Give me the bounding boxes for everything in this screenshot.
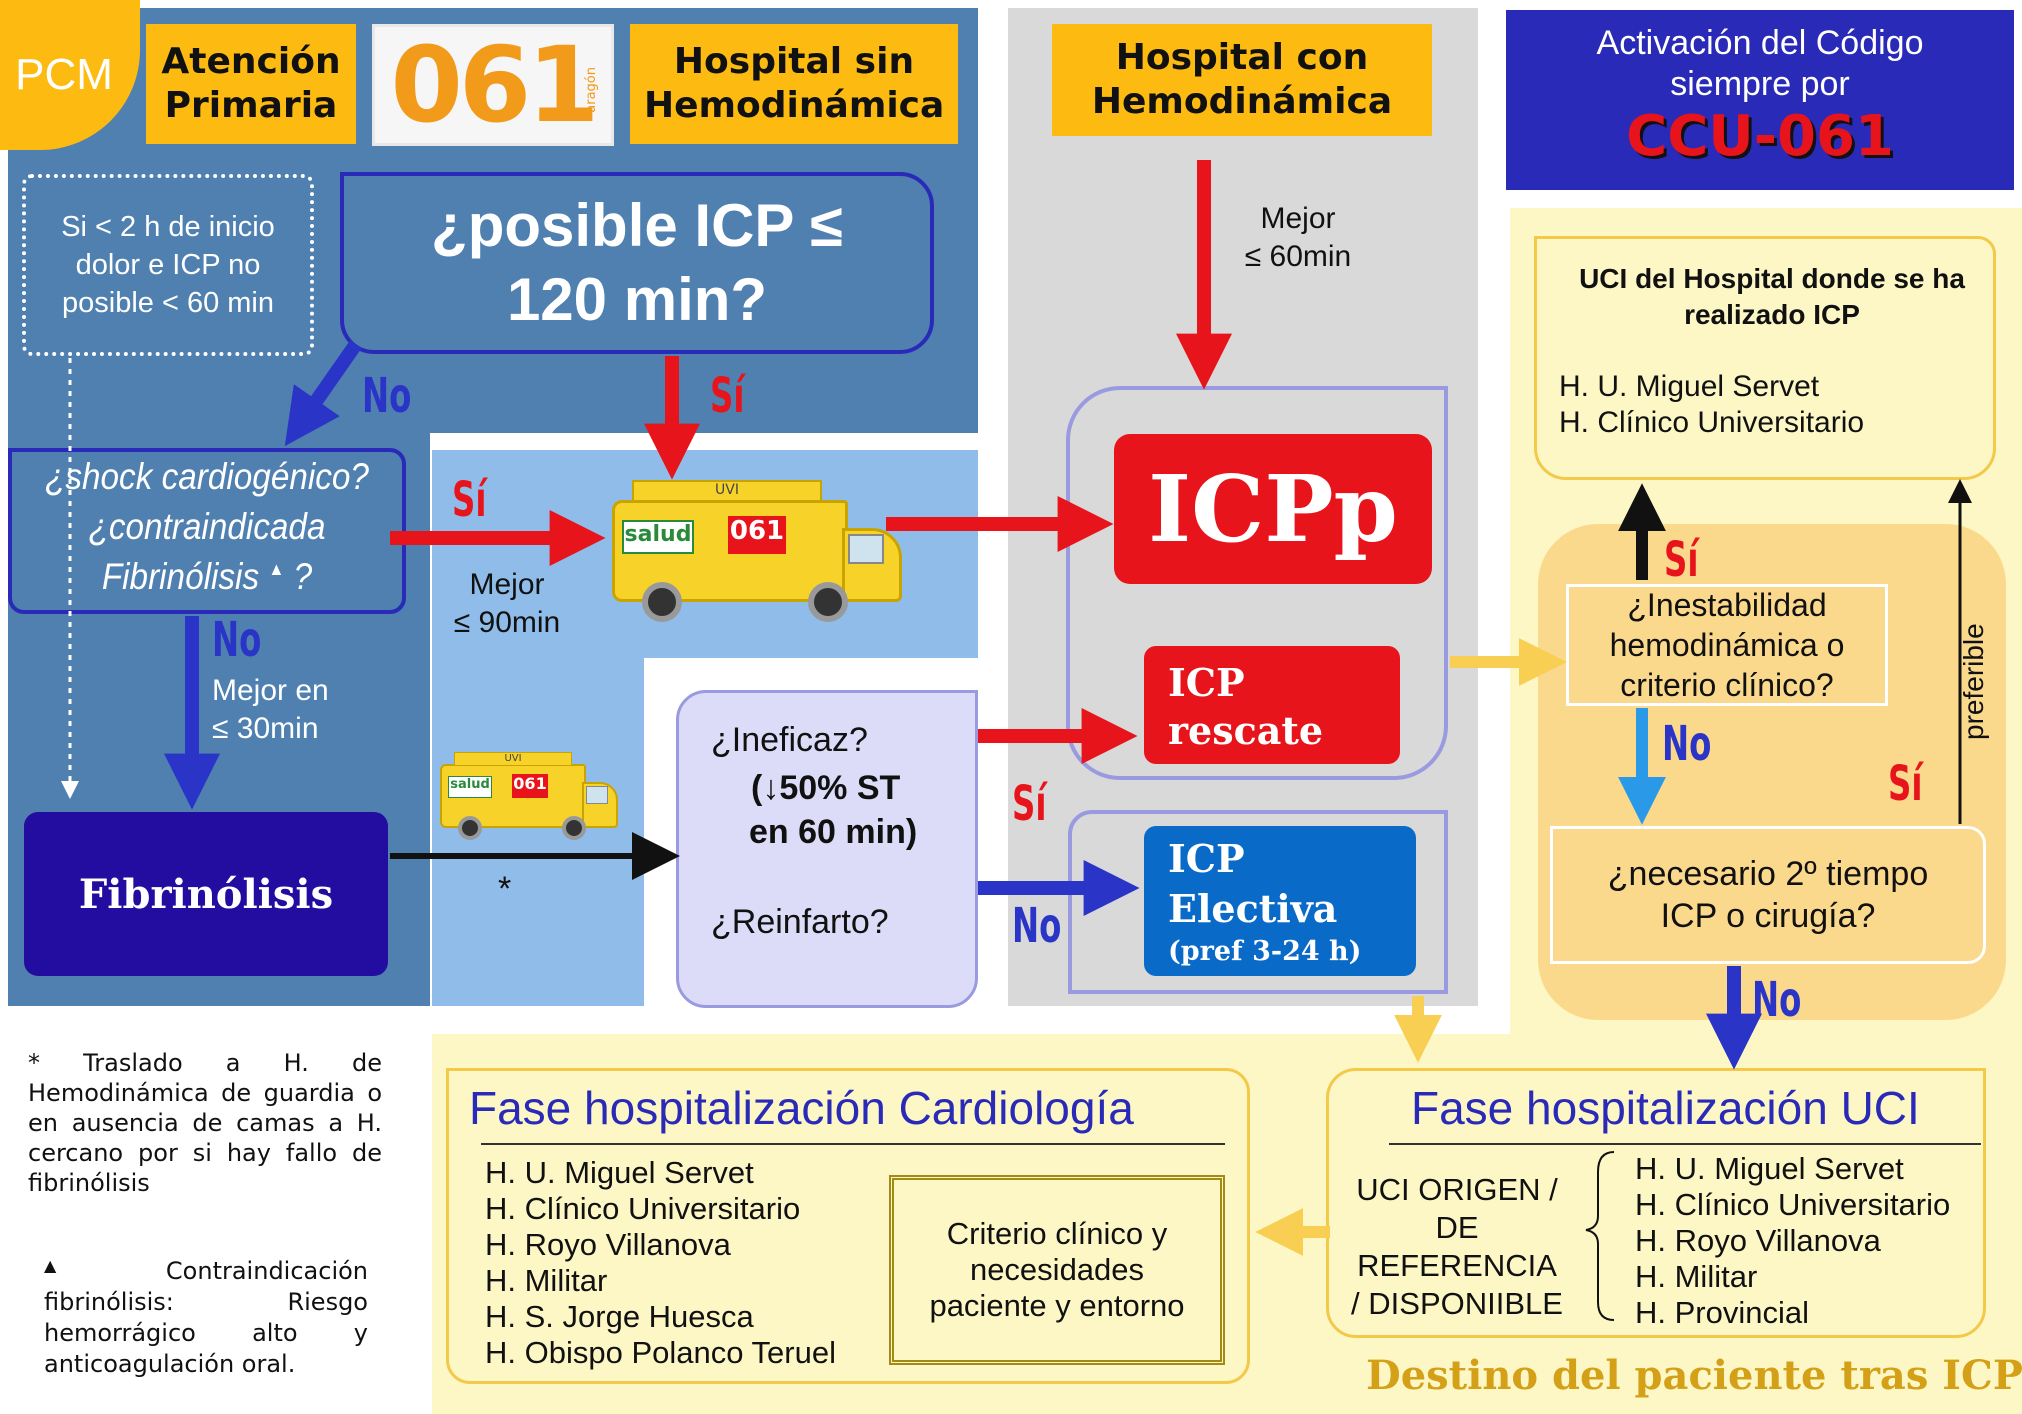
uci-phase-box: Fase hospitalización UCI UCI ORIGEN / DE… [1326, 1068, 1986, 1338]
ambulance-small-uvi: UVI [454, 752, 572, 766]
uci-hospital-box: UCI del Hospital donde se ha realizado I… [1534, 236, 1996, 480]
si-label-mid: Sí [1012, 776, 1047, 832]
preferible-label: preferible [1958, 623, 1989, 740]
ambulance-salud: salud [622, 520, 694, 554]
list-item: H. Clínico Universitario [1635, 1187, 1951, 1222]
si-label-right: Sí [1888, 756, 1923, 812]
ineficaz-label: ¿Ineficaz? [711, 721, 868, 759]
ambulance-061: 061 [728, 516, 786, 554]
reinfarto-label: ¿Reinfarto? [711, 903, 889, 941]
si-2h-note: Si < 2 h de inicio dolor e ICP no posibl… [22, 174, 314, 356]
icpp-box: ICPp [1114, 434, 1432, 584]
contraindication-marker: ▲ [268, 559, 285, 579]
atencion-primaria-header: Atención Primaria [146, 24, 356, 144]
ambulance-small-salud: salud [448, 776, 492, 798]
mejor-60: Mejor ≤ 60min [1244, 202, 1352, 273]
ambulance-large: UVI salud 061 [612, 480, 902, 622]
hospital-con-header: Hospital con Hemodinámica [1052, 24, 1432, 136]
ccu-061-label: CCU-061 [1626, 104, 1894, 169]
logo-061-text: 061 [390, 24, 599, 146]
uci-phase-title: Fase hospitalización UCI [1411, 1082, 1920, 1134]
mejor-30: Mejor en ≤ 30min [212, 674, 329, 745]
footnote-traslado: * Traslado a H. de Hemodinámica de guard… [28, 1049, 382, 1197]
mejor-90: Mejor ≤ 90min [453, 568, 561, 639]
footnote-marker: ▲ [44, 1256, 166, 1275]
icp-electiva-box: ICP Electiva (pref 3-24 h) [1144, 826, 1416, 976]
cardiologia-phase-box: Fase hospitalización Cardiología H. U. M… [446, 1068, 1250, 1384]
logo-061: 061 aragón [372, 24, 614, 146]
logo-061-sub: aragón [584, 67, 599, 113]
si-label-top: Sí [710, 368, 745, 424]
uci-hospital-title: UCI del Hospital donde se ha realizado I… [1579, 263, 1965, 330]
ineficaz-box: ¿Ineficaz? (↓50% ST en 60 min) ¿Reinfart… [676, 690, 978, 1008]
uci-phase-title-rule [1389, 1143, 1981, 1145]
list-item: H. Royo Villanova [485, 1227, 731, 1262]
list-item: H. Clínico Universitario [1559, 406, 1865, 439]
list-item: H. Militar [485, 1263, 608, 1298]
no-label-left: No [362, 368, 412, 424]
cardiologia-list: H. U. Miguel Servet H. Clínico Universit… [485, 1155, 836, 1371]
si-label-up: Sí [1664, 532, 1699, 588]
icp-rescate-box: ICP rescate [1144, 646, 1400, 764]
st-line2: en 60 min) [749, 813, 918, 851]
list-item: H. Obispo Polanco Teruel [485, 1335, 836, 1370]
ambulance-small: UVI salud 061 [440, 752, 620, 840]
si-label-shock: Sí [452, 472, 487, 528]
icp-electiva-container [1068, 810, 1448, 994]
list-item: H. U. Miguel Servet [485, 1155, 754, 1190]
uci-hospital-list: H. U. Miguel Servet H. Clínico Universit… [1559, 369, 1864, 441]
list-item: H. Provincial [1635, 1295, 1809, 1330]
hospital-sin-header: Hospital sin Hemodinámica [630, 24, 958, 144]
st-line1: (↓50% ST [751, 769, 901, 807]
shock-line1: ¿shock cardiogénico? [45, 456, 369, 497]
ambulance-small-061: 061 [512, 774, 548, 798]
activacion-line2: siempre por [1670, 65, 1850, 103]
uci-phase-list: H. U. Miguel Servet H. Clínico Universit… [1635, 1151, 1950, 1331]
uci-origen: UCI ORIGEN / DE REFERENCIA / DISPONIIBLE [1351, 1172, 1563, 1321]
fibrinolisis-box: Fibrinólisis [24, 812, 388, 976]
list-item: H. U. Miguel Servet [1635, 1151, 1904, 1186]
list-item: H. U. Miguel Servet [1559, 370, 1820, 403]
cardiologia-title: Fase hospitalización Cardiología [469, 1082, 1134, 1134]
no-label-mid: No [1012, 898, 1062, 954]
list-item: H. Royo Villanova [1635, 1223, 1881, 1258]
no-label-shock: No [212, 612, 262, 668]
footnote-contraindicacion: ▲Contraindicación fibrinólisis: Riesgo h… [44, 1256, 368, 1378]
segundo-tiempo-box: ¿necesario 2º tiempo ICP o cirugía? [1550, 826, 1986, 964]
activacion-codigo-box: Activación del Código siempre por CCU-06… [1506, 10, 2014, 190]
list-item: H. Clínico Universitario [485, 1191, 801, 1226]
inestabilidad-box: ¿Inestabilidad hemodinámica o criterio c… [1566, 584, 1888, 706]
list-item: H. Militar [1635, 1259, 1758, 1294]
list-item: H. S. Jorge Huesca [485, 1299, 754, 1334]
activacion-line1: Activación del Código [1596, 24, 1924, 62]
no-label-down: No [1662, 716, 1712, 772]
shock-question: ¿shock cardiogénico? ¿contraindicada Fib… [8, 448, 406, 614]
asterisk-mark: * [498, 870, 512, 908]
shock-line3: Fibrinólisis ▲ ? [101, 556, 313, 597]
pcm-label: PCM [15, 50, 113, 99]
criterio-clinico-box: Criterio clínico y necesidades paciente … [889, 1175, 1225, 1365]
destino-label: Destino del paciente tras ICP [1366, 1352, 2022, 1399]
shock-line2: ¿contraindicada [88, 506, 326, 547]
cardiologia-title-rule [481, 1143, 1225, 1145]
ambulance-uvi: UVI [632, 480, 822, 502]
icp-options-container [1066, 386, 1448, 780]
posible-icp-question: ¿posible ICP ≤ 120 min? [340, 172, 934, 354]
no-label-bottom: No [1752, 972, 1802, 1028]
